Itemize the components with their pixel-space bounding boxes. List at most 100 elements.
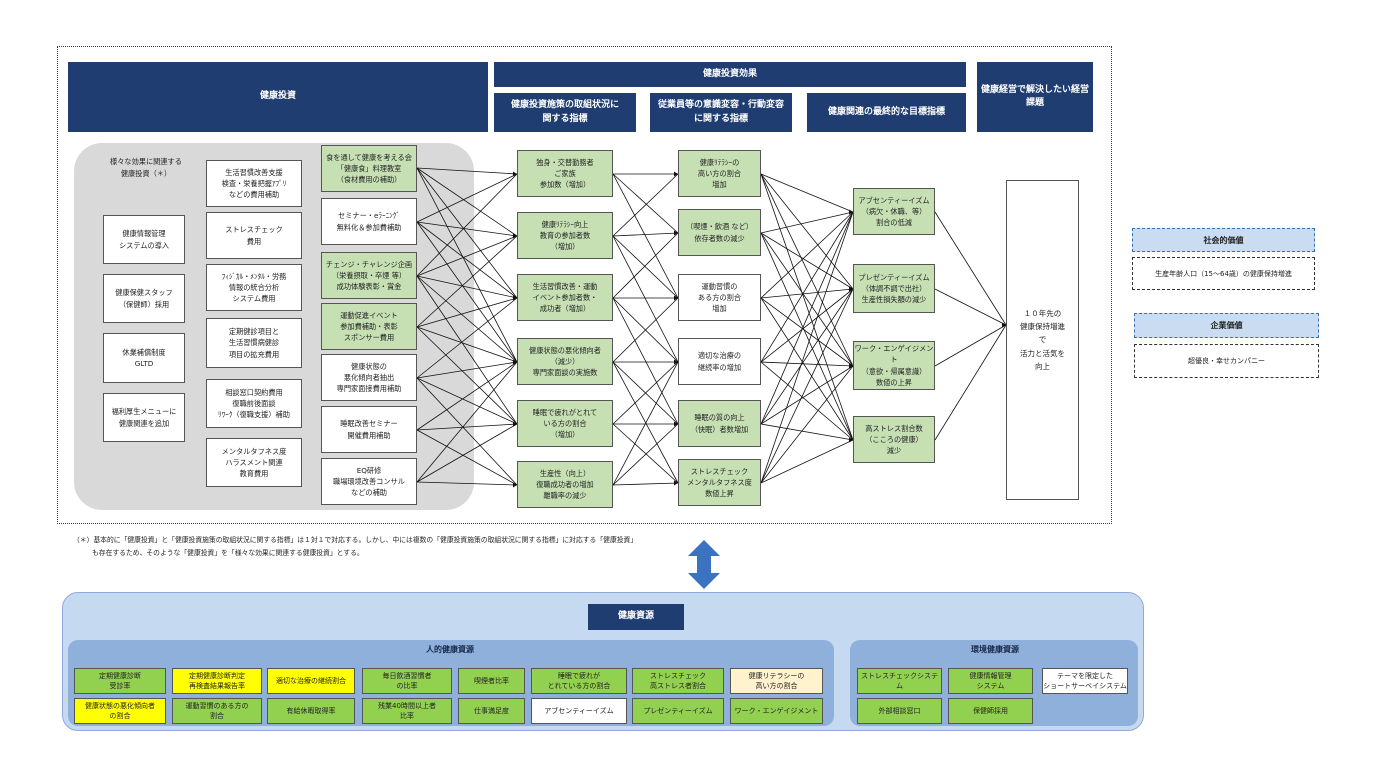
connector-line: [760, 288, 854, 299]
connector-arrowhead: [849, 437, 853, 443]
human-resource-item: 運動習慣のある方の 割合: [172, 698, 262, 724]
initiative-indicator: 生活習慣改善・運動 イベント参加者数・ 成功者（増加）: [517, 274, 613, 321]
human-resource-item: アブセンティーイズム: [531, 698, 627, 724]
connector-line: [416, 221, 518, 237]
connector-line: [934, 211, 1007, 326]
connector-line: [416, 275, 518, 299]
connector-line: [760, 297, 854, 441]
behavior-indicator: 運動習慣の ある方の割合 増加: [678, 274, 761, 321]
header-management-issue: 健康経営で解決したい経営 課題: [977, 62, 1093, 132]
company-value-text: 超優良・幸せカンパニー: [1134, 344, 1319, 378]
env-resource-item: 外部相談窓口: [857, 698, 942, 724]
human-resource-item: 毎日飲酒習慣者 の比率: [362, 668, 452, 694]
connector-arrowhead: [674, 421, 678, 427]
connector-line: [416, 173, 518, 223]
final-indicator: アブセンティーイズム （病欠・休職、等） 割合の低減: [853, 188, 935, 235]
behavior-indicator: 睡眠の質の向上 （快眠）者数増加: [678, 400, 761, 447]
connector-line: [416, 377, 518, 486]
connector-arrowhead: [849, 286, 853, 292]
connector-arrowhead: [674, 171, 678, 177]
connector-line: [416, 429, 518, 486]
behavior-indicator: （喫煙・飲酒 など） 依存者数の減少: [678, 209, 761, 256]
connector-line: [416, 423, 518, 431]
connector-line: [612, 361, 679, 484]
env-resources-title: 環境健康資源: [971, 645, 1019, 654]
connector-line: [416, 326, 518, 425]
connector-line: [612, 482, 679, 486]
connector-line: [416, 235, 518, 277]
connector-line: [416, 297, 518, 328]
investment-box: ストレスチェック 費用: [206, 212, 302, 259]
investment-box: 相談窓口契約費用 復職前後面談 ﾘﾜｰｸ（復職支援）補助: [206, 379, 302, 428]
final-indicator: 高ストレス割合数 （こころの健康） 減少: [853, 416, 935, 463]
connector-line: [760, 365, 854, 425]
connector-line: [760, 173, 854, 290]
management-issue-box: １０年先の 健康保持増進 で 活力と活気を 向上: [1006, 180, 1079, 500]
investment-box-green: 運動促進イベント 参加費補助・表彰 スポンサー費用: [321, 303, 417, 350]
initiative-indicator: 健康状態の悪化傾向者 （減少） 専門家面談の実施数: [517, 338, 613, 385]
connector-line: [612, 423, 679, 484]
investment-box-green: チェンジ・チャレンジ企画 （栄養摂取・卒煙 等） 成功体験表彰・賞金: [321, 252, 417, 299]
human-resource-item: 適切な治療の継続割合: [267, 668, 355, 694]
env-resource-item: 健康情報管理 システム: [948, 668, 1033, 694]
connector-line: [934, 324, 1007, 441]
final-indicator: ワーク・エンゲイジメント （意欲・帰属意識） 数値の上昇: [853, 341, 935, 390]
health-resources-title: 健康資源: [588, 604, 684, 630]
initiative-indicator: 健康ﾘﾃﾗｼｰ向上 教育の参加者数 （増加）: [517, 212, 613, 259]
investment-box: 健康保健スタッフ （保健師）採用: [103, 274, 185, 323]
connector-line: [612, 297, 679, 363]
investment-box: 睡眠改善セミナー 開催費用補助: [321, 406, 417, 453]
connector-line: [760, 211, 854, 363]
investment-box: EQ研修 職場環境改善コンサル などの補助: [321, 458, 417, 505]
human-resource-item: ワーク・エンゲイジメント: [730, 698, 823, 724]
human-resource-item: 喫煙者比率: [458, 668, 525, 694]
behavior-indicator: ストレスチェック メンタルタフネス度 数値上昇: [678, 459, 761, 506]
header-effect-behavior: 従業員等の意識変容・行動変容 に関する指標: [650, 93, 792, 132]
connector-arrowhead: [513, 171, 517, 177]
investment-box: メンタルタフネス度 ハラスメント関連 教育費用: [206, 438, 302, 487]
human-resource-item: 睡眠で疲れが とれている方の割合: [531, 668, 627, 694]
human-resource-item: 残業40時間以上者 比率: [362, 698, 452, 724]
human-resource-item: 定期健康診断判定 再検査結果報告率: [172, 668, 262, 694]
footnote-line1: （＊）基本的に「健康投資」と「健康投資施策の取組状況に関する指標」は１対１で対応…: [73, 536, 638, 544]
connector-line: [760, 211, 854, 484]
human-resource-item: 健康状態の悪化傾向者 の割合: [74, 698, 166, 724]
connector-line: [934, 288, 1007, 326]
connector-arrowhead: [849, 363, 853, 369]
investment-box: 休業補償制度 GLTD: [103, 333, 185, 383]
connector-line: [416, 275, 518, 363]
connector-line: [416, 173, 518, 277]
human-resource-item: プレゼンティーイズム: [632, 698, 724, 724]
connector-line: [612, 235, 679, 299]
human-resource-item: 健康リテラシーの 高い方の割合: [730, 668, 823, 694]
connector-line: [760, 365, 854, 484]
connector-line: [416, 167, 518, 237]
investment-box: 定期健診項目と 生活習慣病健診 項目の拡充費用: [206, 318, 302, 368]
investment-box-green: 食を通して健康を考える会 「健康食」料理教室 （食材費用の補助）: [321, 145, 417, 192]
header-effect-initiative: 健康投資施策の取組状況に 関する指標: [494, 93, 636, 132]
connector-line: [416, 167, 518, 299]
behavior-indicator: 適切な治療の 継続率の増加: [678, 338, 761, 385]
connector-line: [416, 326, 518, 363]
header-investment-effect: 健康投資効果: [494, 62, 966, 87]
connector-line: [760, 297, 854, 367]
investment-box: 生活習慣改善支援 検査・栄養把握ｱﾌﾟﾘ などの費用補助: [206, 160, 302, 207]
initiative-indicator: 独身・交替勤務者 ご家族 参加数（増加）: [517, 150, 613, 197]
investment-box: ﾌｨｼﾞｶﾙ・ﾒﾝﾀﾙ・労務 情報の統合分析 システム費用: [206, 264, 302, 311]
investment-box: 福利厚生メニューに 健康関連を追加: [103, 393, 185, 442]
footnote-line2: も存在するため、そのような「健康投資」を「様々な効果に関連する健康投資」とする。: [92, 549, 364, 557]
investment-box: セミナー・eﾗｰﾆﾝｸﾞ 無料化＆参加費補助: [321, 198, 417, 245]
social-value-title: 社会的価値: [1132, 228, 1315, 252]
connector-arrowhead: [513, 482, 517, 488]
connector-line: [416, 167, 518, 363]
connector-line: [612, 361, 679, 486]
connector-line: [760, 211, 854, 299]
connector-line: [416, 361, 518, 483]
connector-line: [612, 173, 679, 234]
connector-arrowhead: [513, 421, 517, 427]
human-resource-item: ストレスチェック 高ストレス者割合: [632, 668, 724, 694]
human-resource-item: 有給休暇取得率: [267, 698, 355, 724]
connector-line: [416, 423, 518, 483]
various-investment-label: 様々な効果に関連する 健康投資（＊）: [110, 157, 182, 178]
connector-arrowhead: [513, 233, 517, 239]
